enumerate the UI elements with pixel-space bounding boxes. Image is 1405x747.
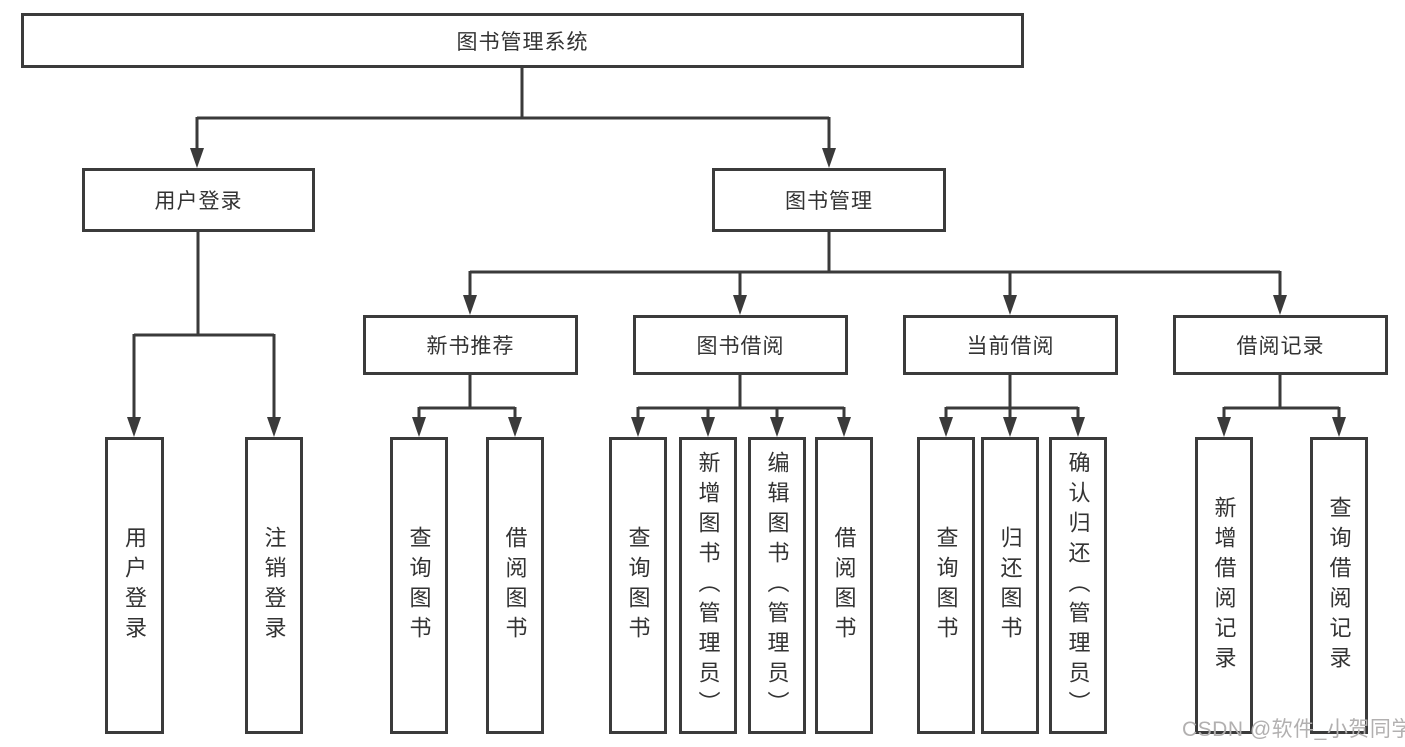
node-label: 图书管理系统 [456, 30, 589, 54]
leaf-add-book-admin: 新增图书（管理员） [679, 437, 737, 734]
node-new-book-recommend: 新书推荐 [363, 315, 578, 375]
node-label: 用户登录 [154, 190, 243, 213]
connector-lines [132, 68, 1341, 421]
leaf-query-borrow-record: 查询借阅记录 [1310, 437, 1368, 734]
leaf-label: 新增图书（管理员） [695, 450, 721, 721]
node-label: 新书推荐 [426, 335, 515, 358]
leaf-return-book: 归还图书 [981, 437, 1039, 734]
leaf-label: 查询图书 [625, 525, 651, 646]
leaf-label: 查询借阅记录 [1326, 495, 1352, 676]
leaf-confirm-return-admin: 确认归还（管理员） [1049, 437, 1107, 734]
leaf-add-borrow-record: 新增借阅记录 [1195, 437, 1253, 734]
node-label: 图书借阅 [696, 335, 785, 358]
leaf-query-books-recommend: 查询图书 [390, 437, 448, 734]
leaf-logout: 注销登录 [245, 437, 303, 734]
node-borrow-records: 借阅记录 [1173, 315, 1388, 375]
leaf-label: 查询图书 [933, 525, 959, 646]
leaf-label: 确认归还（管理员） [1065, 450, 1091, 721]
leaf-label: 借阅图书 [502, 525, 528, 646]
leaf-label: 编辑图书（管理员） [764, 450, 790, 721]
node-book-management: 图书管理 [712, 168, 946, 232]
leaf-label: 注销登录 [261, 525, 287, 646]
node-library-system: 图书管理系统 [21, 13, 1024, 68]
node-current-borrow: 当前借阅 [903, 315, 1118, 375]
node-label: 借阅记录 [1236, 335, 1325, 358]
leaf-query-books-current: 查询图书 [917, 437, 975, 734]
leaf-user-login: 用户登录 [105, 437, 164, 734]
watermark-text: CSDN @软件_小贺同学 [1182, 718, 1405, 741]
leaf-edit-book-admin: 编辑图书（管理员） [748, 437, 806, 734]
leaf-label: 归还图书 [997, 525, 1023, 646]
leaf-label: 新增借阅记录 [1211, 495, 1237, 676]
leaf-borrow-books-borrow: 借阅图书 [815, 437, 873, 734]
leaf-label: 借阅图书 [831, 525, 857, 646]
node-label: 当前借阅 [966, 335, 1055, 358]
leaf-label: 用户登录 [122, 525, 148, 646]
leaf-label: 查询图书 [406, 525, 432, 646]
node-label: 图书管理 [785, 190, 873, 213]
arrowhead-icons [127, 148, 1346, 437]
node-book-borrow: 图书借阅 [633, 315, 848, 375]
leaf-query-books-borrow: 查询图书 [609, 437, 667, 734]
node-user-login: 用户登录 [82, 168, 315, 232]
leaf-borrow-books-recommend: 借阅图书 [486, 437, 544, 734]
